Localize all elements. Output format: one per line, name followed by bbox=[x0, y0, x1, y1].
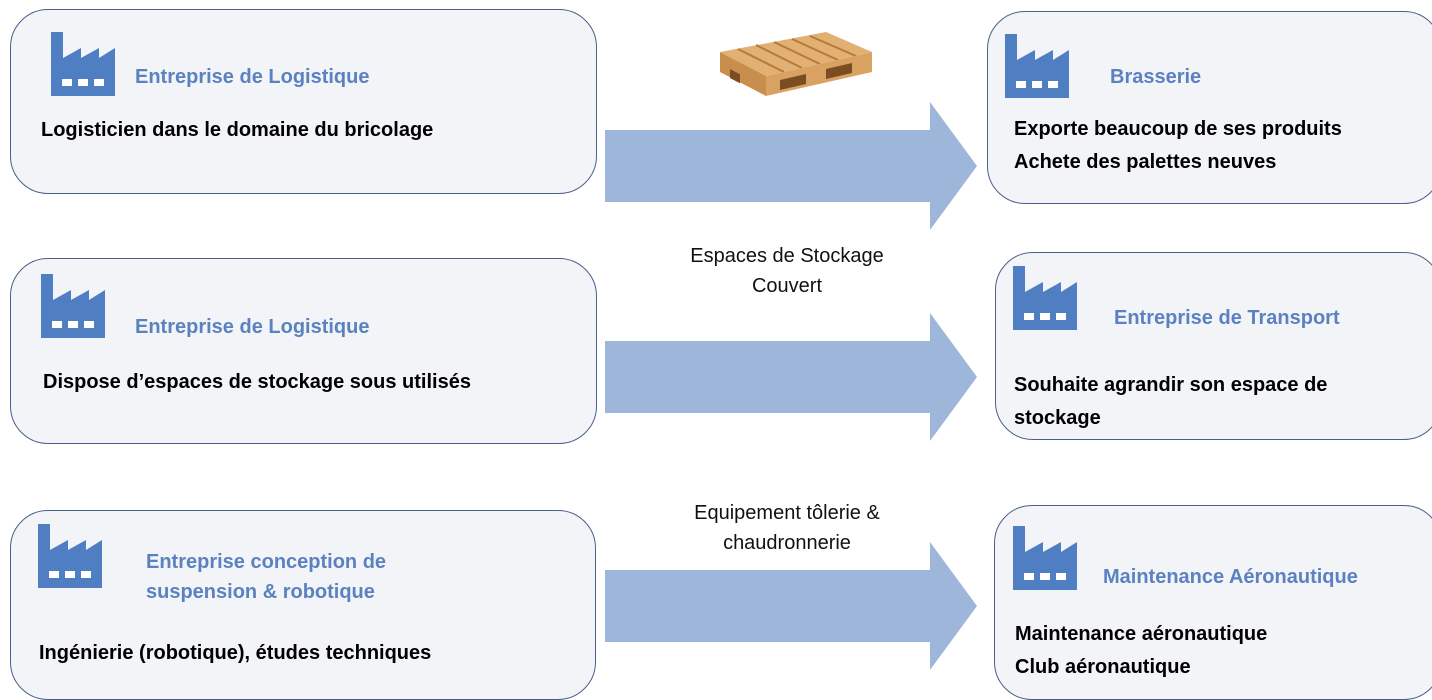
factory-icon bbox=[51, 32, 115, 96]
target-description: Exporte beaucoup de ses produits Achete … bbox=[1014, 113, 1342, 179]
arrow-1 bbox=[605, 102, 977, 230]
target-box-2: Entreprise de Transport Souhaite agrandi… bbox=[995, 252, 1432, 440]
title-line: Entreprise conception de bbox=[146, 551, 387, 573]
source-description: Logisticien dans le domaine du bricolage bbox=[41, 114, 433, 147]
arrow-label-3: Equipement tôlerie & chaudronnerie bbox=[657, 498, 917, 558]
arrow-label-line: chaudronnerie bbox=[723, 532, 851, 554]
target-box-3: Maintenance Aéronautique Maintenance aér… bbox=[994, 505, 1432, 700]
target-title: Maintenance Aéronautique bbox=[1103, 566, 1358, 588]
arrow-label-line: Espaces de Stockage bbox=[690, 245, 884, 267]
source-title: Entreprise conception de suspension & ro… bbox=[146, 547, 386, 607]
description-line: Logisticien dans le domaine du bricolage bbox=[41, 119, 434, 141]
source-description: Ingénierie (robotique), études technique… bbox=[39, 637, 431, 670]
factory-icon bbox=[1013, 266, 1077, 330]
arrow-label-2: Espaces de Stockage Couvert bbox=[657, 241, 917, 301]
title-line: suspension & robotique bbox=[146, 581, 375, 603]
wooden-pallet-icon bbox=[720, 32, 872, 96]
source-title: Entreprise de Logistique bbox=[135, 316, 370, 338]
description-line: Souhaite agrandir son espace de bbox=[1014, 374, 1328, 396]
description-line: Dispose d’espaces de stockage sous utili… bbox=[43, 371, 471, 393]
arrow-3 bbox=[605, 542, 977, 670]
factory-icon bbox=[38, 524, 102, 588]
source-box-2: Entreprise de Logistique Dispose d’espac… bbox=[10, 258, 597, 444]
arrow-2 bbox=[605, 313, 977, 441]
source-description: Dispose d’espaces de stockage sous utili… bbox=[43, 366, 471, 399]
target-description: Maintenance aéronautique Club aéronautiq… bbox=[1015, 618, 1267, 684]
factory-icon bbox=[41, 274, 105, 338]
description-line: Exporte beaucoup de ses produits bbox=[1014, 118, 1342, 140]
factory-icon bbox=[1013, 526, 1077, 590]
source-box-1: Entreprise de Logistique Logisticien dan… bbox=[10, 9, 597, 194]
arrow-label-line: Equipement tôlerie & bbox=[694, 502, 880, 524]
description-line: Maintenance aéronautique bbox=[1015, 623, 1268, 645]
factory-icon bbox=[1005, 34, 1069, 98]
description-line: stockage bbox=[1014, 407, 1101, 429]
source-title: Entreprise de Logistique bbox=[135, 66, 370, 88]
description-line: Club aéronautique bbox=[1015, 656, 1191, 678]
description-line: Achete des palettes neuves bbox=[1014, 151, 1277, 173]
description-line: Ingénierie (robotique), études technique… bbox=[39, 642, 432, 664]
target-box-1: Brasserie Exporte beaucoup de ses produi… bbox=[987, 11, 1432, 204]
target-title: Brasserie bbox=[1110, 66, 1202, 88]
target-description: Souhaite agrandir son espace de stockage bbox=[1014, 369, 1327, 435]
source-box-3: Entreprise conception de suspension & ro… bbox=[10, 510, 596, 700]
arrow-label-line: Couvert bbox=[751, 275, 823, 297]
target-title: Entreprise de Transport bbox=[1114, 307, 1340, 329]
